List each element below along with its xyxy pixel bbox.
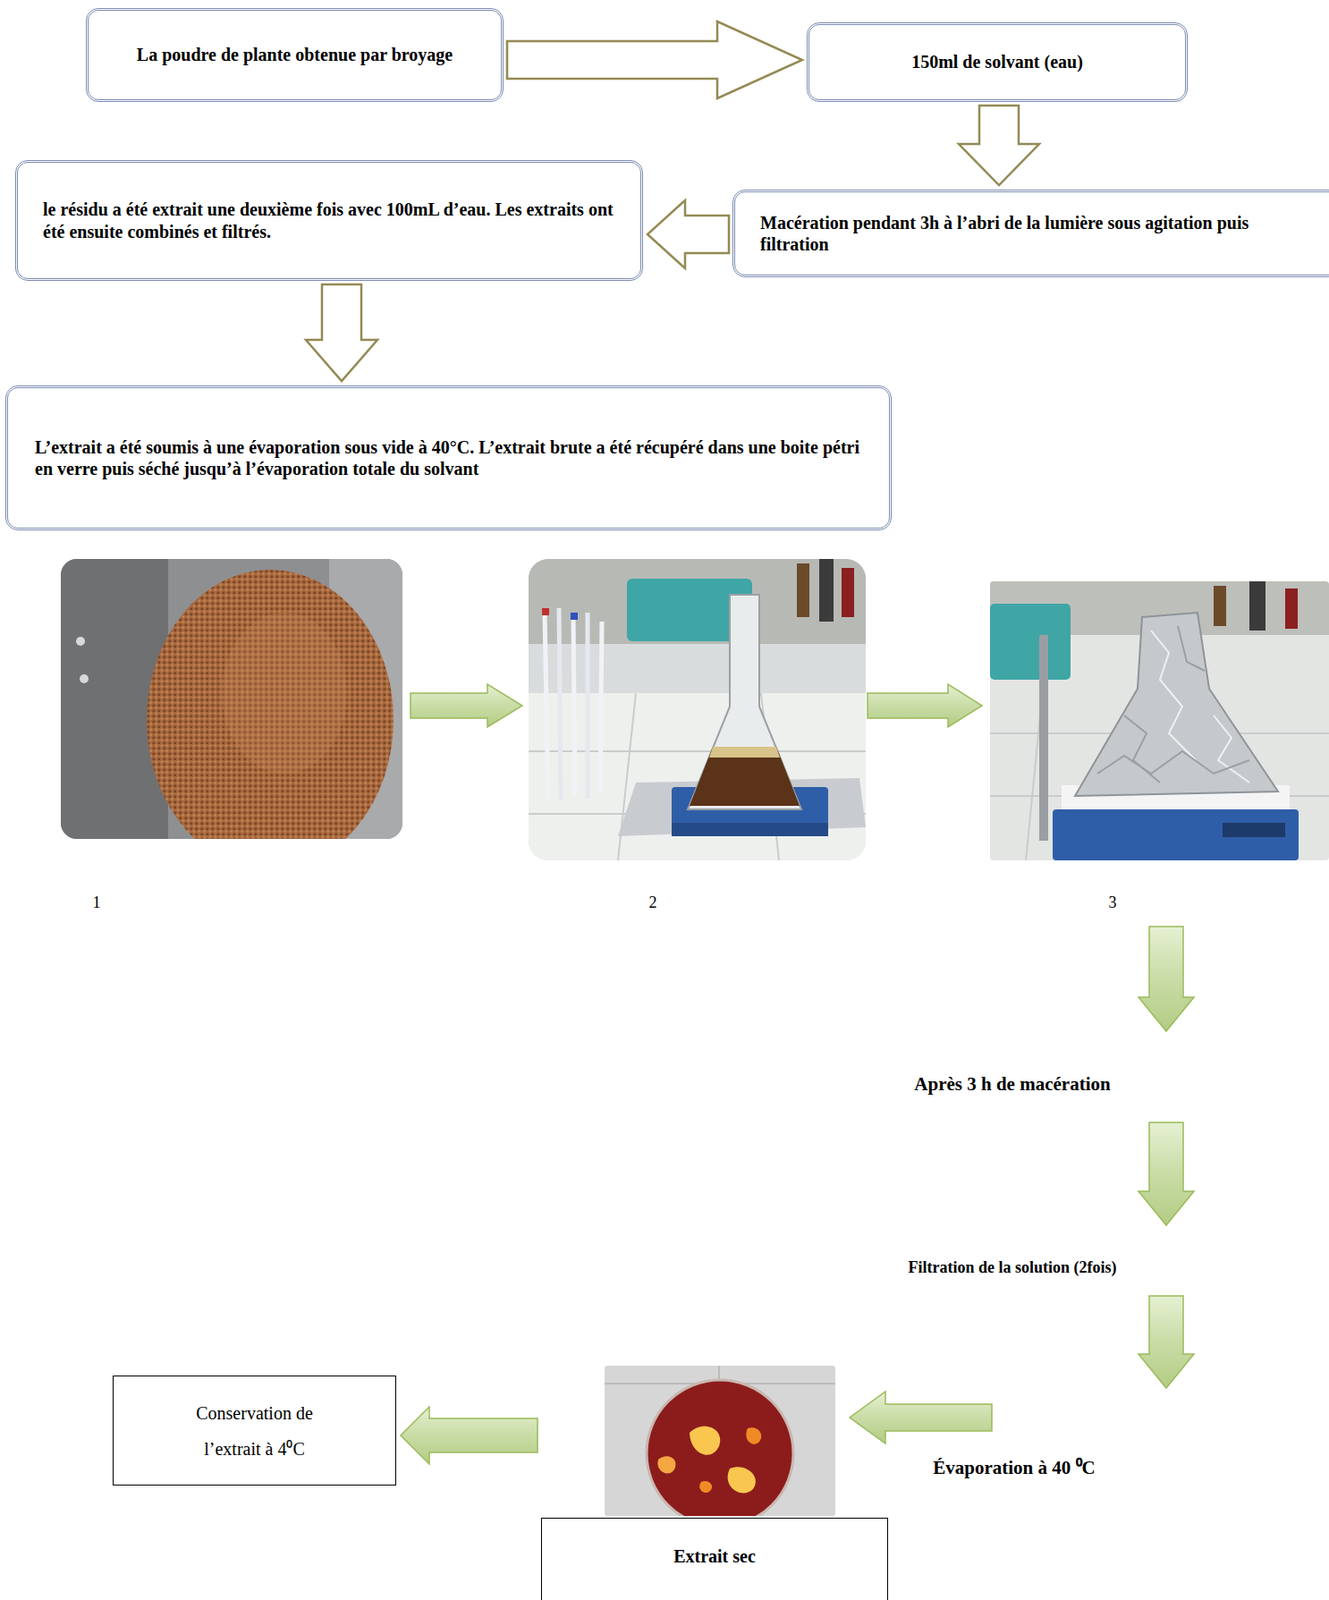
label-holder: Évaporation à 40 ⁰C	[932, 1454, 1095, 1480]
label-holder: 1	[93, 893, 102, 913]
step-label: Filtration de la solution (2fois)	[908, 1258, 1118, 1278]
green-arrows	[410, 684, 1194, 1444]
hollow-block-arrow	[507, 21, 803, 99]
green-arrow	[1138, 926, 1194, 1032]
box-text: Extrait sec	[541, 1517, 889, 1600]
photo-number: 2	[649, 893, 658, 913]
process-box: 150ml de solvant (eau)	[806, 22, 1188, 102]
step-label: Évaporation à 40 ⁰C	[932, 1454, 1095, 1480]
photo-number: 1	[93, 893, 102, 913]
maceration-photo	[528, 558, 866, 861]
label-holder: 3	[1108, 893, 1118, 913]
green-arrow	[849, 1391, 992, 1444]
hollow-block-arrow	[958, 105, 1040, 186]
petri-photo	[604, 1365, 836, 1516]
photo-number: 3	[1108, 893, 1118, 913]
result-box: Extrait sec	[541, 1365, 889, 1600]
green-arrow	[410, 684, 523, 728]
step-label: Après 3 h de macération	[914, 1073, 1110, 1096]
green-arrow	[867, 684, 982, 728]
label-holder: 2	[649, 893, 658, 913]
box-text: La poudre de plante obtenue par broyage	[115, 43, 475, 66]
green-arrow	[1138, 1122, 1194, 1226]
box-text: Conservation de l’extrait à 4⁰C	[167, 1395, 342, 1467]
process-box: le résidu a été extrait une deuxième foi…	[15, 160, 644, 281]
process-box: La poudre de plante obtenue par broyage	[85, 8, 504, 102]
process-box: L’extrait a été soumis à une évaporation…	[5, 385, 892, 531]
box-text: 150ml de solvant (eau)	[827, 50, 1168, 73]
powder-photo	[60, 558, 403, 839]
box-text: Macération pendant 3h à l’abri de la lum…	[760, 211, 1310, 256]
label-holder: Après 3 h de macération	[914, 1073, 1110, 1096]
hollow-block-arrow	[305, 284, 378, 381]
green-arrow	[1138, 1295, 1194, 1389]
hollow-block-arrow	[647, 200, 729, 269]
green-block-arrow	[400, 1406, 538, 1465]
foil-flask-photo	[990, 581, 1329, 861]
storage-box: Conservation de l’extrait à 4⁰C	[112, 1375, 397, 1486]
box-text: L’extrait a été soumis à une évaporation…	[34, 436, 863, 481]
label-holder: Filtration de la solution (2fois)	[908, 1258, 1118, 1278]
process-box: Macération pendant 3h à l’abri de la lum…	[732, 189, 1329, 278]
box-text: le résidu a été extrait une deuxième foi…	[42, 198, 630, 243]
